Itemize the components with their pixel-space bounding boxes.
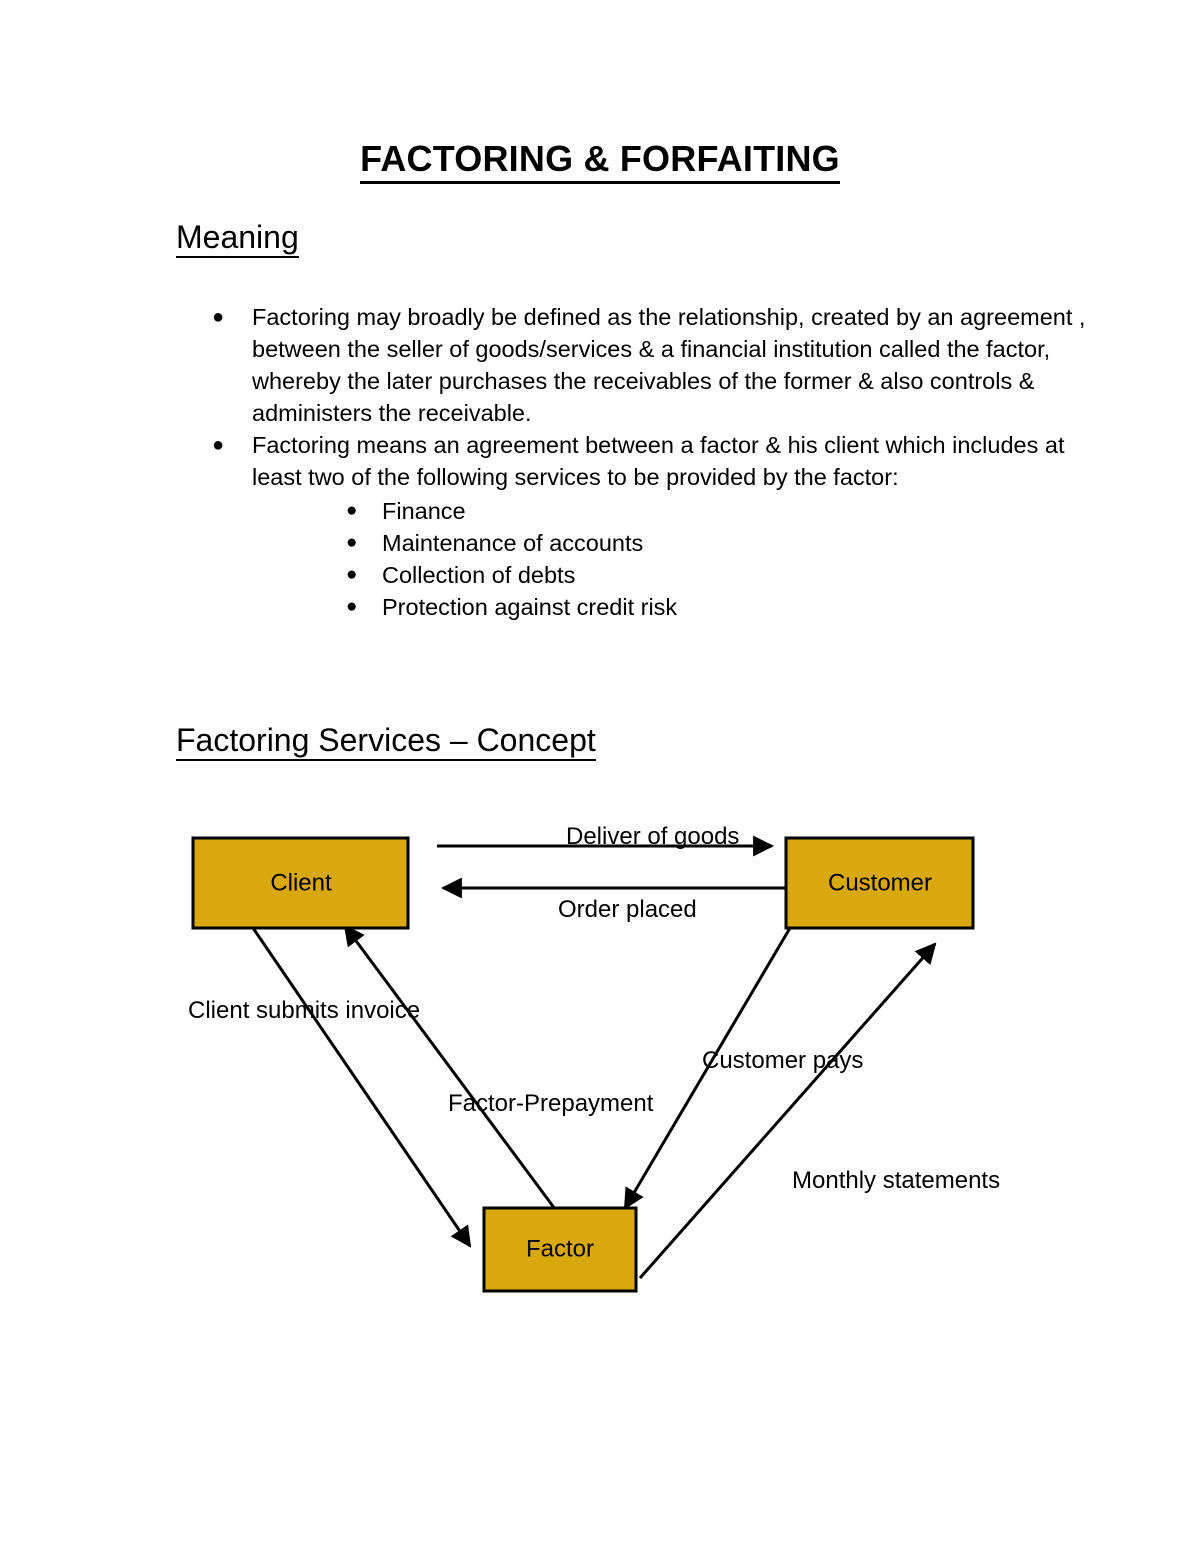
edge-label-deliver-of-goods: Deliver of goods: [566, 823, 739, 850]
edge-monthly-statements: Monthly statements: [638, 942, 1000, 1279]
list-item: ● Factoring may broadly be defined as th…: [206, 301, 1086, 429]
edge-customer-pays: Customer pays: [623, 927, 863, 1210]
bullet-dot-icon: ●: [212, 306, 225, 328]
list-item: ● Maintenance of accounts: [346, 527, 1086, 559]
edge-label-factor-prepayment: Factor-Prepayment: [448, 1090, 654, 1117]
section-heading-concept: Factoring Services – Concept: [176, 722, 596, 761]
list-item-text: Protection against credit risk: [382, 594, 678, 620]
page-title: FACTORING & FORFAITING: [0, 138, 1200, 184]
list-item: ● Finance: [346, 495, 1086, 527]
diagram-node-factor-label: Factor: [526, 1235, 594, 1262]
list-item-text: Finance: [382, 498, 466, 524]
list-item-text: Factoring means an agreement between a f…: [252, 432, 1065, 490]
meaning-subbullet-list: ● Finance ● Maintenance of accounts ● Co…: [346, 495, 1086, 623]
edge-factor-prepayment: Factor-Prepayment: [343, 924, 654, 1241]
edge-client-submits-invoice: Client submits invoice: [188, 927, 472, 1248]
diagram-node-client-label: Client: [270, 869, 332, 896]
section-heading-meaning: Meaning: [176, 219, 299, 258]
factoring-concept-diagram: Deliver of goods Order placed Client sub…: [0, 800, 1200, 1360]
list-item-text: Collection of debts: [382, 562, 576, 588]
edge-label-monthly-statements: Monthly statements: [792, 1167, 1000, 1194]
bullet-dot-icon: ●: [346, 532, 358, 553]
meaning-bullet-list: ● Factoring may broadly be defined as th…: [206, 301, 1086, 623]
edge-deliver-of-goods: Deliver of goods: [437, 823, 775, 857]
diagram-node-customer-label: Customer: [828, 869, 932, 896]
edge-label-customer-pays: Customer pays: [702, 1047, 863, 1074]
bullet-dot-icon: ●: [346, 564, 358, 585]
section-heading-concept-text: Factoring Services – Concept: [176, 722, 596, 761]
diagram-node-client[interactable]: Client: [191, 836, 410, 930]
list-item-text: Factoring may broadly be defined as the …: [252, 304, 1086, 426]
page-title-text: FACTORING & FORFAITING: [360, 138, 840, 184]
section-heading-meaning-text: Meaning: [176, 219, 299, 258]
bullet-dot-icon: ●: [212, 434, 225, 456]
list-item: ● Factoring means an agreement between a…: [206, 429, 1086, 493]
diagram-node-factor[interactable]: Factor: [482, 1206, 638, 1293]
list-item: ● Protection against credit risk: [346, 591, 1086, 623]
list-item: ● Collection of debts: [346, 559, 1086, 591]
edge-label-client-submits-invoice: Client submits invoice: [188, 997, 420, 1024]
bullet-dot-icon: ●: [346, 500, 358, 521]
bullet-dot-icon: ●: [346, 596, 358, 617]
edge-label-order-placed: Order placed: [558, 896, 697, 923]
diagram-node-customer[interactable]: Customer: [784, 836, 975, 930]
edge-order-placed: Order placed: [440, 877, 786, 923]
list-item-text: Maintenance of accounts: [382, 530, 644, 556]
